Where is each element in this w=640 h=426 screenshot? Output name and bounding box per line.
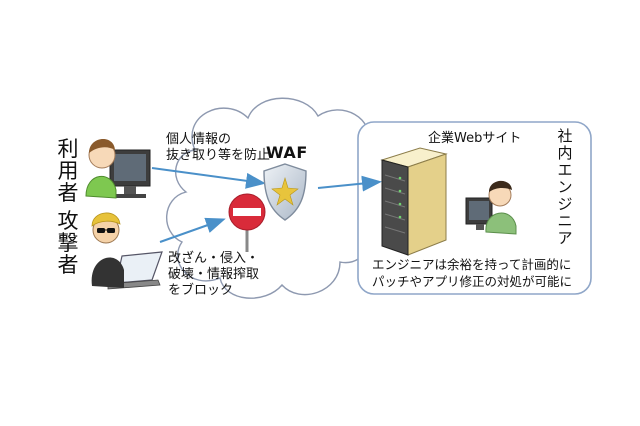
waf-to-site-arrow <box>317 175 382 192</box>
site-note-line-1: エンジニアは余裕を持って計画的に <box>372 257 572 272</box>
shield-icon <box>263 163 307 221</box>
user-note-line-2: 抜き取り等を防止 <box>166 148 271 163</box>
person-at-computer-icon <box>85 139 151 199</box>
waf-label: WAF <box>266 143 308 162</box>
attacker-note-line-1: 改ざん・侵入・ <box>168 251 260 266</box>
no-entry-sign-icon <box>228 193 266 252</box>
site-note-line-2: パッチやアプリ修正の対処が可能に <box>372 274 573 289</box>
attacker-traffic-arrow <box>159 217 226 243</box>
engineer-at-computer-icon <box>465 180 517 235</box>
site-title: 企業Webサイト <box>428 131 522 146</box>
user-note-line-1: 個人情報の <box>166 132 232 147</box>
attacker-note-line-3: をブロック <box>168 283 234 298</box>
hacker-with-laptop-icon <box>91 212 163 290</box>
user-label: 利用者 <box>57 137 79 205</box>
attacker-note-line-2: 破壊・情報搾取 <box>168 267 260 282</box>
engineer-label: 社内エンジニア <box>557 127 573 247</box>
server-rack-icon <box>380 147 448 256</box>
user-traffic-arrow <box>151 167 266 189</box>
attacker-label: 攻撃者 <box>57 209 79 277</box>
